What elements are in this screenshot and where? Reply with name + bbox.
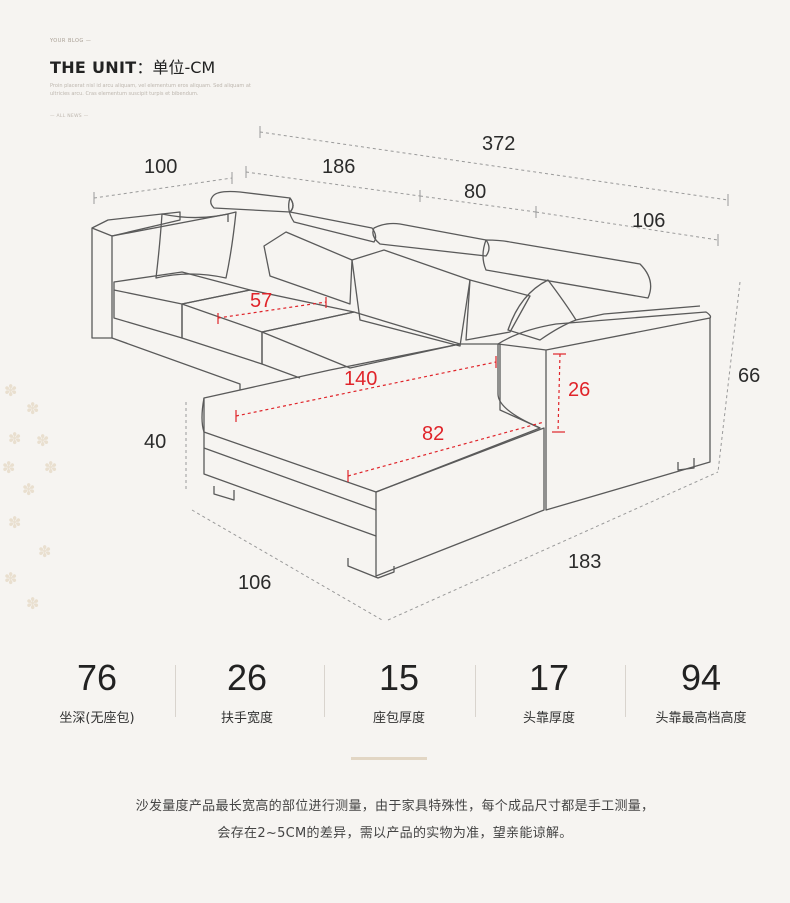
dim-seat-height: 40 <box>144 431 167 453</box>
stat-headrest-max-height: 94 头靠最高档高度 <box>626 655 776 726</box>
flower-icon: ✽ <box>26 399 40 418</box>
stat-label: 坐深(无座包) <box>59 711 135 726</box>
flower-icon: ✽ <box>2 458 16 477</box>
dim-total-height: 66 <box>738 365 761 387</box>
stat-value: 26 <box>226 657 268 698</box>
dim-right-length: 183 <box>568 551 602 573</box>
flower-icon: ✽ <box>26 594 40 613</box>
sofa-outline <box>91 190 712 579</box>
dim-back-left: 186 <box>322 156 356 178</box>
dim-chaise-length: 140 <box>344 368 378 390</box>
stat-headrest-thickness: 17 头靠厚度 <box>474 655 624 726</box>
dimension-ticks <box>93 126 729 246</box>
dim-back-mid: 80 <box>464 181 487 203</box>
page-title: THE UNIT：单位-CM <box>50 54 215 78</box>
title-cn: 单位-CM <box>152 58 216 77</box>
flower-icon: ✽ <box>22 480 36 499</box>
sofa-dimension-drawing <box>91 126 741 621</box>
dim-armrest-inner: 26 <box>568 379 591 401</box>
flower-icon: ✽ <box>44 458 58 477</box>
flower-icon: ✽ <box>8 513 22 532</box>
stat-seat-depth: 76 坐深(无座包) <box>22 655 172 726</box>
flower-icon: ✽ <box>8 429 22 448</box>
stat-separator <box>324 665 325 717</box>
stat-label: 头靠厚度 <box>522 711 575 726</box>
dim-total-length: 372 <box>482 133 516 155</box>
stat-value: 94 <box>680 657 722 698</box>
red-dimension-lines <box>217 297 566 482</box>
dim-chaise-front: 106 <box>238 572 272 594</box>
spec-stats: 76 坐深(无座包) 26 扶手宽度 15 座包厚度 17 头靠厚度 94 头靠… <box>22 655 772 726</box>
stat-label: 头靠最高档高度 <box>655 711 747 726</box>
stat-value: 76 <box>76 657 118 698</box>
stat-armrest-width: 26 扶手宽度 <box>172 655 322 726</box>
title-separator: ： <box>136 58 153 77</box>
stat-value: 15 <box>378 657 420 698</box>
dim-back-right: 106 <box>632 210 666 232</box>
stat-separator <box>175 665 176 717</box>
flower-icon: ✽ <box>38 542 52 561</box>
flower-icon: ✽ <box>36 431 50 450</box>
dim-depth-left: 100 <box>144 156 178 178</box>
flower-icon: ✽ <box>4 381 18 400</box>
stat-label: 扶手宽度 <box>220 711 273 726</box>
all-news-tag: — ALL NEWS — <box>50 114 89 119</box>
stat-value: 17 <box>528 657 570 698</box>
dim-seat-width: 57 <box>250 290 273 312</box>
stat-label: 座包厚度 <box>372 711 425 726</box>
stat-separator <box>625 665 626 717</box>
stat-cushion-thickness: 15 座包厚度 <box>324 655 474 726</box>
dim-chaise-width: 82 <box>422 423 445 445</box>
measurement-note-line-1: 沙发量度产品最长宽高的部位进行测量，由于家具特殊性，每个成品尺寸都是手工测量， <box>135 799 655 814</box>
measurement-note-line-2: 会存在2~5CM的差异，需以产品的实物为准，望亲能谅解。 <box>217 826 573 841</box>
stat-separator <box>475 665 476 717</box>
title-en: THE UNIT <box>50 58 137 77</box>
eyebrow-text: YOUR BLOG — <box>50 38 92 44</box>
dimension-lines <box>93 131 741 621</box>
section-divider <box>351 757 427 760</box>
subtitle-placeholder-text: Proin placerat nisl id arcu aliquam, vel… <box>50 83 251 97</box>
flower-icon: ✽ <box>4 569 18 588</box>
